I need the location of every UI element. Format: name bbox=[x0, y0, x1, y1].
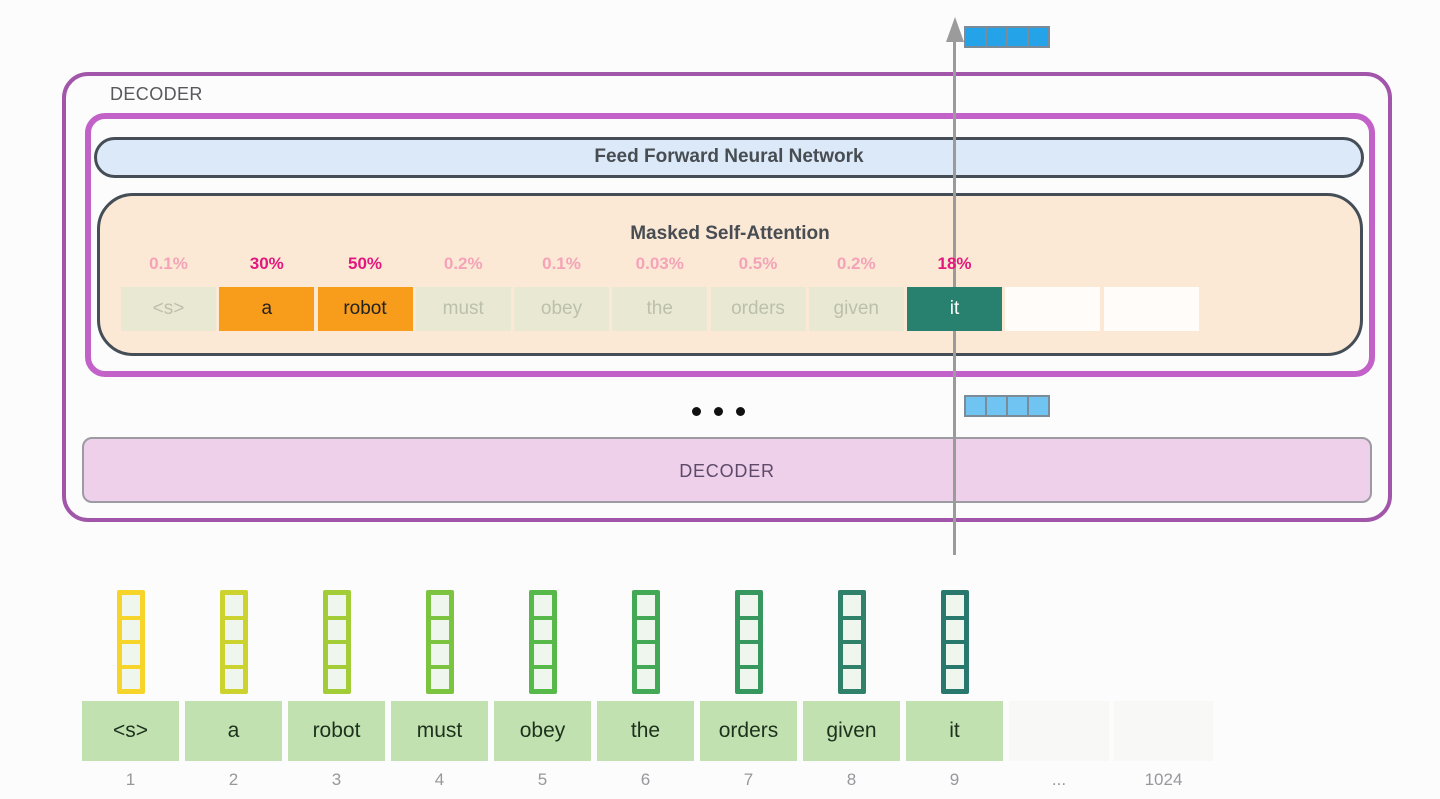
attention-token-cell: a bbox=[219, 287, 315, 331]
feed-forward-box bbox=[94, 137, 1364, 178]
input-token-cell: obey bbox=[494, 701, 591, 761]
token-index-label: ... bbox=[1051, 770, 1067, 789]
feed-forward-label: Feed Forward Neural Network bbox=[594, 146, 864, 167]
attention-token-cell: must bbox=[415, 287, 511, 331]
token-embedding-vector bbox=[940, 590, 969, 694]
attention-token-cell: obey bbox=[514, 287, 609, 331]
attention-percent: 30% bbox=[249, 254, 284, 273]
masked-self-attention-title: Masked Self-Attention bbox=[630, 223, 830, 244]
attention-token-cell: <s> bbox=[121, 287, 216, 331]
token-embedding-vector bbox=[631, 590, 660, 694]
attention-percent: 0.2% bbox=[443, 254, 483, 273]
attention-token-cell: it bbox=[907, 287, 1002, 331]
token-embedding-vector bbox=[219, 590, 248, 694]
token-index-label: 7 bbox=[743, 770, 754, 789]
token-embedding-vector bbox=[837, 590, 866, 694]
input-token-cell: robot bbox=[288, 701, 385, 761]
output-arrow-head-icon bbox=[946, 17, 964, 42]
output-token-vector bbox=[964, 26, 1050, 48]
attention-percent: 0.1% bbox=[542, 254, 581, 273]
ellipsis-icon bbox=[692, 407, 745, 416]
input-token-cell: the bbox=[597, 701, 694, 761]
decoder-block-box bbox=[85, 113, 1375, 377]
input-token-cell: a bbox=[185, 701, 282, 761]
attention-percent: 50% bbox=[347, 254, 383, 273]
attention-token-cell: robot bbox=[317, 287, 413, 331]
token-index-label: 3 bbox=[331, 770, 342, 789]
token-index-label: 1024 bbox=[1144, 770, 1183, 789]
decoder-bottom-label: DECODER bbox=[679, 461, 775, 481]
input-token-cell: <s> bbox=[82, 701, 179, 761]
attention-empty-cell bbox=[1005, 287, 1101, 331]
attention-token-cell: given bbox=[808, 287, 904, 331]
attention-token-cell: the bbox=[612, 287, 708, 331]
attention-percent: 0.2% bbox=[836, 254, 876, 273]
input-empty-cell bbox=[1009, 701, 1109, 761]
token-index-label: 1 bbox=[125, 770, 136, 789]
input-token-cell: must bbox=[391, 701, 488, 761]
token-index-label: 8 bbox=[846, 770, 857, 789]
decoder-bottom-box bbox=[82, 437, 1372, 503]
token-index-label: 4 bbox=[434, 770, 445, 789]
attention-empty-cell bbox=[1103, 287, 1199, 331]
hidden-state-vector bbox=[964, 395, 1050, 417]
input-token-cell: given bbox=[803, 701, 900, 761]
token-embedding-vector bbox=[116, 590, 145, 694]
token-index-label: 6 bbox=[640, 770, 651, 789]
token-embedding-vector bbox=[734, 590, 763, 694]
token-embedding-vector bbox=[528, 590, 557, 694]
token-index-label: 5 bbox=[537, 770, 548, 789]
attention-token-cell: orders bbox=[710, 287, 806, 331]
decoder-outer-box bbox=[62, 72, 1392, 522]
token-index-label: 2 bbox=[228, 770, 239, 789]
attention-percent: 0.03% bbox=[635, 254, 684, 273]
attention-percent: 0.1% bbox=[149, 254, 188, 273]
token-embedding-vector bbox=[425, 590, 454, 694]
attention-percent: 0.5% bbox=[738, 254, 778, 273]
decoder-outer-label: DECODER bbox=[110, 84, 203, 104]
input-empty-cell bbox=[1114, 701, 1213, 761]
input-token-cell: orders bbox=[700, 701, 797, 761]
token-embedding-vector bbox=[322, 590, 351, 694]
attention-percent: 18% bbox=[937, 254, 972, 273]
token-index-label: 9 bbox=[949, 770, 960, 789]
input-token-cell: it bbox=[906, 701, 1003, 761]
